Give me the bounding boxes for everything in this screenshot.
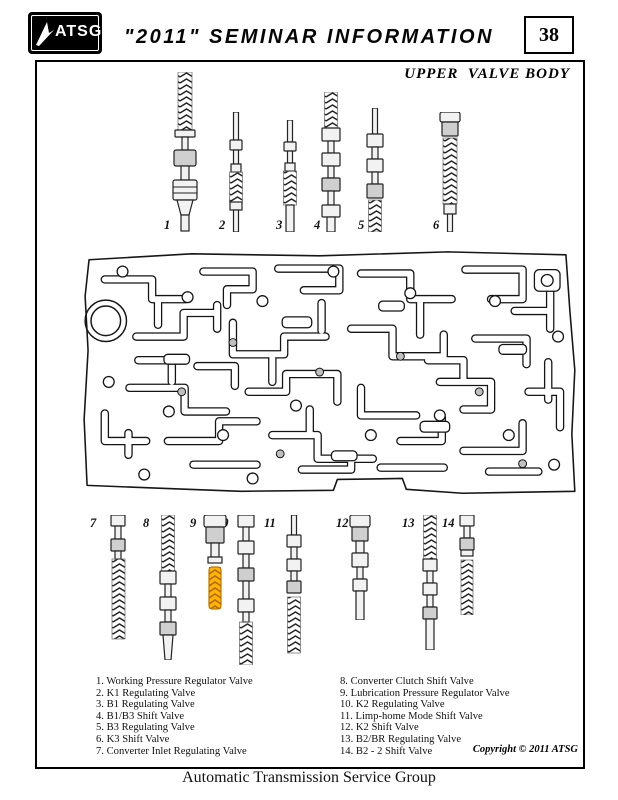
valve-assembly-12 xyxy=(349,515,371,620)
coil-spring xyxy=(324,92,338,129)
item-number-11: 11 xyxy=(264,516,276,530)
item-number-5: 5 xyxy=(358,218,365,232)
legend-right-column: 8. Converter Clutch Shift Valve 9. Lubri… xyxy=(340,676,510,757)
coil-spring xyxy=(287,596,301,654)
item-number-6: 6 xyxy=(433,218,440,232)
coil-spring xyxy=(239,621,253,665)
valve-assembly-1 xyxy=(172,72,198,232)
coil-spring xyxy=(229,171,243,203)
legend-item: 14. B2 - 2 Shift Valve xyxy=(340,745,433,757)
item-number-12: 12 xyxy=(336,516,349,530)
legend-item: 2. K1 Regulating Valve xyxy=(96,687,196,699)
valve-assembly-14 xyxy=(459,515,475,615)
valve-assembly-9 xyxy=(203,515,227,610)
valve-assembly-8 xyxy=(159,515,177,660)
coil-spring xyxy=(423,515,437,560)
valve-assembly-5 xyxy=(366,108,384,232)
item-number-3: 3 xyxy=(276,218,283,232)
legend-item: 5. B3 Regulating Valve xyxy=(96,722,195,734)
valve-assembly-3 xyxy=(283,120,297,232)
valve-assembly-7 xyxy=(110,515,126,640)
legend-item: 11. Limp-home Mode Shift Valve xyxy=(340,710,483,722)
large-bore-circle xyxy=(84,299,128,343)
item-number-9: 9 xyxy=(190,516,197,530)
coil-spring xyxy=(368,199,382,232)
item-number-14: 14 xyxy=(442,516,455,530)
legend-item: 7. Converter Inlet Regulating Valve xyxy=(96,745,247,757)
legend-item: 3. B1 Regulating Valve xyxy=(96,699,195,711)
logo-text: ATSG xyxy=(55,23,103,40)
atsg-arrow-icon xyxy=(36,22,54,46)
legend-item: 13. B2/BR Regulating Valve xyxy=(340,733,462,745)
page-title: "2011" SEMINAR INFORMATION xyxy=(124,26,494,48)
legend-item: 9. Lubrication Pressure Regulator Valve xyxy=(340,687,510,699)
valve-assembly-11 xyxy=(286,515,302,654)
legend-left-column: 1. Working Pressure Regulator Valve 2. K… xyxy=(96,676,253,757)
footer-text: Automatic Transmission Service Group xyxy=(182,769,436,786)
copyright-notice: Copyright © 2011 ATSG xyxy=(472,744,578,755)
coil-spring xyxy=(460,559,474,615)
item-number-4: 4 xyxy=(314,218,321,232)
item-number-7: 7 xyxy=(90,516,97,530)
valve-assembly-10 xyxy=(237,515,255,665)
item-number-13: 13 xyxy=(402,516,415,530)
legend-item: 1. Working Pressure Regulator Valve xyxy=(96,676,253,687)
valve-body-diagram xyxy=(83,251,576,495)
valve-assembly-13 xyxy=(422,515,438,650)
diagram-title: UPPER VALVE BODY xyxy=(404,66,570,82)
item-number-1: 1 xyxy=(164,218,171,232)
legend-item: 12. K2 Shift Valve xyxy=(340,722,419,734)
item-number-8: 8 xyxy=(143,516,150,530)
coil-spring xyxy=(177,72,193,131)
legend-item: 6. K3 Shift Valve xyxy=(96,733,170,745)
coil-spring xyxy=(111,558,126,640)
legend-item: 8. Converter Clutch Shift Valve xyxy=(340,676,474,687)
coil-spring xyxy=(283,170,297,206)
page-number: 38 xyxy=(524,16,574,54)
atsg-logo: ATSG xyxy=(28,12,102,54)
legend-item: 4. B1/B3 Shift Valve xyxy=(96,710,185,722)
valve-assembly-4 xyxy=(321,92,341,232)
valve-assembly-6 xyxy=(439,112,461,232)
valve-assembly-2 xyxy=(229,112,243,232)
coil-spring xyxy=(161,515,175,572)
item-number-2: 2 xyxy=(219,218,226,232)
logo-border xyxy=(31,15,99,51)
coil-spring xyxy=(442,137,458,205)
valve-body-details xyxy=(102,265,565,485)
content-frame xyxy=(35,60,585,769)
legend-item: 10. K2 Regulating Valve xyxy=(340,699,445,711)
